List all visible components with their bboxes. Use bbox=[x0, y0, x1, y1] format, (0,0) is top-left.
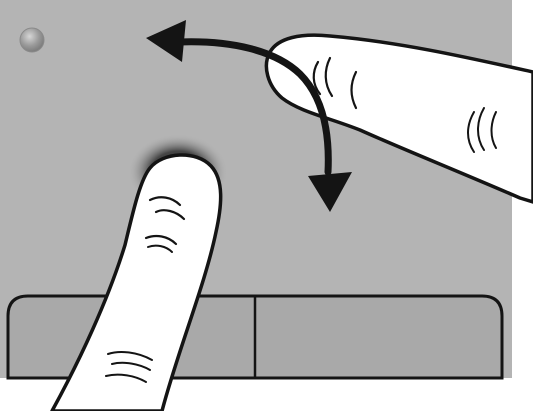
touchpad-indicator-light-icon bbox=[20, 28, 44, 52]
